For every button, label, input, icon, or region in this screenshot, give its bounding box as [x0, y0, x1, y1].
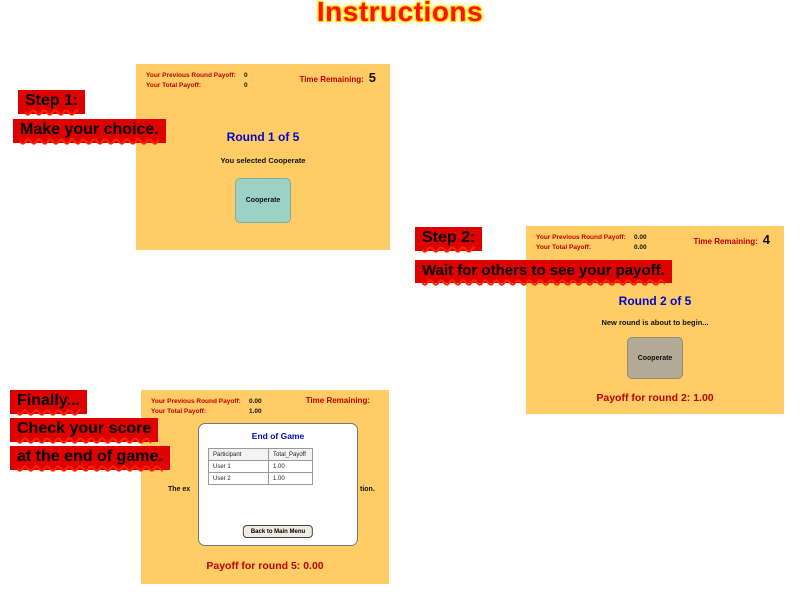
step1-heading: Step 1:	[18, 90, 86, 115]
screenshot-end-of-game: Your Previous Round Payoff: 0.00 Your To…	[141, 390, 389, 584]
table-header-participant: Participant	[208, 448, 269, 461]
cooperate-button-disabled[interactable]: Cooperate	[627, 337, 683, 379]
table-cell-payoff: 1.00	[268, 472, 313, 485]
table-row: User 2 1.00	[208, 472, 313, 485]
finally-caption-line1: Check your score	[10, 418, 159, 443]
screenshot-round-1: Your Previous Round Payoff: 0 Your Total…	[136, 64, 390, 250]
finally-heading: Finally...	[10, 390, 87, 415]
table-cell-participant: User 1	[208, 460, 269, 473]
occluded-text-left: The ex	[168, 486, 191, 493]
page-title: Instructions	[316, 0, 484, 27]
time-remaining-value: 4	[762, 232, 770, 247]
prev-payoff-value: 0.00	[634, 234, 647, 241]
step2-caption: Wait for others to see your payoff.	[415, 260, 672, 284]
table-header-row: Participant Total_Payoff	[208, 448, 313, 461]
time-remaining-value: 5	[368, 70, 376, 85]
total-payoff-label: Your Total Payoff:	[146, 82, 202, 89]
table-cell-participant: User 2	[208, 472, 269, 485]
prev-payoff-value: 0	[244, 72, 248, 79]
back-to-main-menu-button[interactable]: Back to Main Menu	[242, 525, 314, 538]
status-text: You selected Cooperate	[220, 156, 306, 165]
time-remaining-label: Time Remaining:	[693, 237, 758, 246]
prev-payoff-label: Your Previous Round Payoff:	[151, 398, 241, 405]
total-payoff-label: Your Total Payoff:	[536, 244, 592, 251]
total-payoff-label: Your Total Payoff:	[151, 408, 207, 415]
status-text: New round is about to begin...	[601, 318, 709, 327]
prev-payoff-value: 0.00	[249, 398, 262, 405]
end-of-game-title: End of Game	[251, 431, 305, 441]
prev-payoff-label: Your Previous Round Payoff:	[536, 234, 626, 241]
cooperate-button[interactable]: Cooperate	[235, 178, 291, 223]
finally-caption-line2: at the end of game.	[10, 446, 170, 471]
total-payoff-value: 0.00	[634, 244, 647, 251]
table-row: User 1 1.00	[208, 460, 313, 473]
round-title: Round 1 of 5	[226, 130, 300, 144]
time-remaining-label: Time Remaining:	[299, 75, 364, 84]
round-payoff-text: Payoff for round 5: 0.00	[206, 560, 324, 572]
screenshot-round-2: Your Previous Round Payoff: 0.00 Your To…	[526, 226, 784, 414]
time-remaining: Time Remaining: 5	[299, 70, 376, 85]
table-cell-payoff: 1.00	[268, 460, 313, 473]
round-payoff-text: Payoff for round 2: 1.00	[596, 392, 714, 404]
table-header-total-payoff: Total_Payoff	[268, 448, 313, 461]
prev-payoff-label: Your Previous Round Payoff:	[146, 72, 236, 79]
step1-caption: Make your choice.	[13, 119, 166, 144]
total-payoff-value: 1.00	[249, 408, 262, 415]
step2-heading: Step 2:	[415, 227, 483, 252]
total-payoff-value: 0	[244, 82, 248, 89]
time-remaining: Time Remaining: 4	[693, 232, 770, 247]
time-remaining: Time Remaining:	[306, 396, 375, 405]
occluded-text-right: tion.	[360, 486, 375, 493]
round-title: Round 2 of 5	[618, 294, 692, 308]
end-of-game-dialog: End of Game Participant Total_Payoff Use…	[198, 423, 358, 546]
time-remaining-label: Time Remaining:	[305, 396, 370, 405]
payoff-table: Participant Total_Payoff User 1 1.00 Use…	[208, 448, 313, 485]
